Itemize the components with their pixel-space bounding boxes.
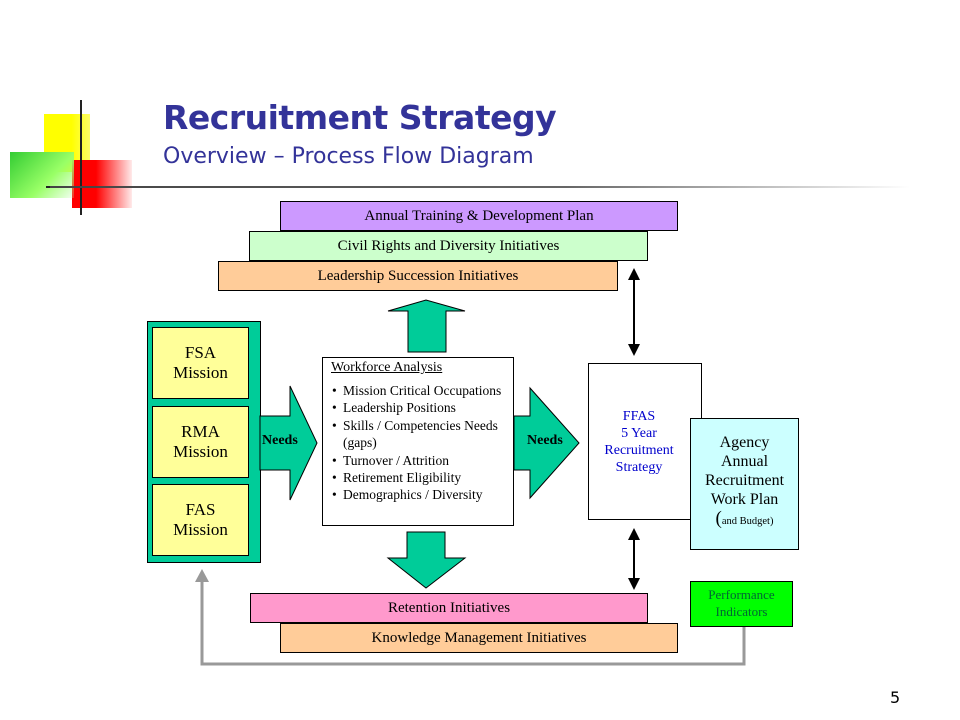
- list-item: Retirement Eligibility: [332, 469, 505, 487]
- performance-line2: Indicators: [715, 604, 768, 619]
- knowledge-management-label: Knowledge Management Initiatives: [371, 629, 587, 646]
- workforce-analysis-title: Workforce Analysis: [331, 360, 443, 375]
- down-arrow: [386, 531, 467, 589]
- feedback-loop: [200, 580, 746, 666]
- retention-initiatives-label: Retention Initiatives: [387, 599, 511, 616]
- agency-line1: Agency: [719, 434, 770, 451]
- needs-left-label: Needs: [262, 433, 298, 448]
- decor-green-square: [10, 152, 74, 198]
- performance-line1: Performance: [708, 587, 775, 602]
- ffas-line4: Strategy: [615, 460, 663, 475]
- annual-training-bar: Annual Training & Development Plan: [280, 201, 678, 231]
- leadership-succession-bar: Leadership Succession Initiatives: [218, 261, 618, 291]
- slide-title: Recruitment Strategy: [163, 98, 557, 137]
- ffas-line3: Recruitment: [604, 443, 674, 458]
- feedback-loop-arrowhead: [195, 569, 209, 582]
- fsa-mission-label: Mission: [173, 363, 228, 382]
- needs-right-arrow: [513, 386, 580, 500]
- list-item: Mission Critical Occupations: [332, 382, 505, 400]
- rma-mission-label: Mission: [173, 442, 228, 461]
- needs-right-label: Needs: [527, 433, 563, 448]
- workforce-analysis-list: Mission Critical Occupations Leadership …: [331, 382, 505, 504]
- page-number: 5: [890, 688, 901, 707]
- annual-training-label: Annual Training & Development Plan: [364, 207, 594, 224]
- list-item: Leadership Positions: [332, 399, 505, 417]
- leadership-succession-label: Leadership Succession Initiatives: [317, 267, 519, 284]
- agency-line2: Annual: [720, 453, 769, 470]
- rma-label: RMA: [181, 422, 220, 442]
- title-underline: [50, 186, 910, 188]
- needs-left-arrow: [259, 385, 318, 501]
- agency-paren: (: [715, 508, 722, 529]
- double-arrow-top-head-down: [628, 344, 640, 356]
- retention-initiatives-bar: Retention Initiatives: [250, 593, 648, 623]
- fsa-label: FSA: [184, 343, 217, 363]
- list-item: Turnover / Attrition: [332, 452, 505, 470]
- agency-work-plan-box: Agency Annual Recruitment Work Plan (and…: [690, 418, 799, 550]
- ffas-line1: FFAS: [622, 409, 656, 424]
- workforce-analysis-box: Workforce Analysis Mission Critical Occu…: [322, 357, 514, 526]
- performance-indicators-box: Performance Indicators: [690, 581, 793, 627]
- list-item: Demographics / Diversity: [332, 486, 505, 504]
- double-arrow-bottom-head-down: [628, 578, 640, 590]
- decor-vertical-line: [80, 100, 82, 215]
- double-arrow-bottom-head-up: [628, 528, 640, 540]
- civil-rights-bar: Civil Rights and Diversity Initiatives: [249, 231, 648, 261]
- double-arrow-top-head-up: [628, 268, 640, 280]
- fas-label: FAS: [185, 500, 216, 520]
- ffas-line2: 5 Year: [621, 426, 657, 441]
- agency-line4: Work Plan: [710, 491, 779, 508]
- decor-logo: [10, 100, 140, 215]
- civil-rights-label: Civil Rights and Diversity Initiatives: [337, 237, 560, 254]
- decor-red-square: [72, 160, 132, 208]
- up-arrow: [387, 299, 466, 353]
- agency-budget: and Budget): [721, 516, 774, 527]
- list-item: Skills / Competencies Needs (gaps): [332, 417, 505, 452]
- agency-line3: Recruitment: [704, 472, 785, 489]
- slide-subtitle: Overview – Process Flow Diagram: [163, 144, 534, 169]
- knowledge-management-bar: Knowledge Management Initiatives: [280, 623, 678, 653]
- ffas-strategy-box: FFAS 5 Year Recruitment Strategy: [588, 363, 702, 520]
- fas-mission-label: Mission: [173, 520, 228, 539]
